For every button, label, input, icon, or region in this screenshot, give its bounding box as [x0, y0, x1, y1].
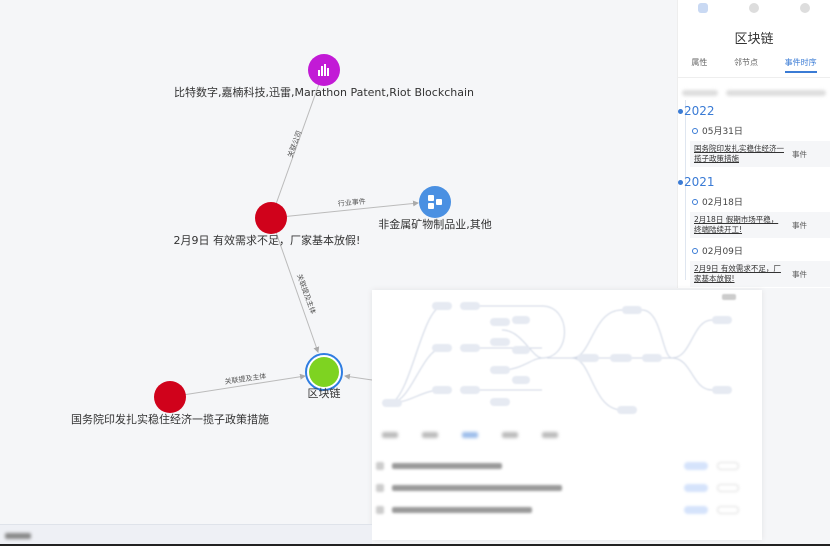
timeline-event: 国务院印发扎实稳住经济一揽子政策措施事件 [690, 141, 830, 167]
edge-label: 关联提及主体 [295, 273, 318, 316]
list-item[interactable] [372, 456, 762, 478]
graph-node-policy[interactable]: 国务院印发扎实稳住经济一揽子政策措施 [71, 381, 269, 426]
bar-chart-icon [318, 64, 329, 76]
graph-node-industry[interactable]: 非金属矿物制品业,其他 [378, 186, 492, 231]
event-type: 事件 [792, 149, 807, 159]
timeline-date: 02月09日 [692, 244, 830, 257]
list-item[interactable] [372, 478, 762, 500]
node-label: 2月9日 有效需求不足，厂家基本放假! [174, 233, 361, 247]
node-label: 非金属矿物制品业,其他 [378, 217, 492, 231]
settings-icon[interactable] [799, 3, 810, 13]
graph-node-blockchain-selected[interactable]: 区块链 [305, 353, 343, 400]
timeline-year: 2021 [678, 175, 830, 189]
edge-label: 行业事件 [337, 197, 366, 208]
tab-neighbors[interactable]: 邻节点 [733, 58, 758, 67]
event-type: 事件 [792, 269, 807, 279]
timeline-date: 02月18日 [692, 195, 830, 208]
blocks-icon [428, 195, 442, 209]
overlay-tabs[interactable] [382, 432, 558, 438]
edge [270, 69, 325, 219]
edge-label: 关联公司 [285, 129, 303, 158]
mini-flow-graph [382, 294, 736, 414]
timeline-event: 2月9日 有效需求不足，厂家基本放假! 事件 [690, 261, 830, 287]
edge [344, 373, 373, 381]
node-detail-panel: 区块链 属性 邻节点 事件时序 2022 05月31日 国务院印发扎实稳住经济一… [677, 0, 830, 288]
timeline-line [685, 100, 686, 280]
event-link[interactable]: 2月9日 有效需求不足，厂家基本放假! [694, 264, 781, 283]
edge [270, 200, 419, 219]
edge [270, 217, 320, 353]
overlay-tab[interactable] [462, 432, 478, 438]
node-label: 国务院印发扎实稳住经济一揽子政策措施 [71, 412, 269, 426]
panel-title: 区块链 [734, 32, 774, 47]
list-item[interactable] [372, 500, 762, 522]
mini-graph-nodes [382, 294, 736, 414]
window-edge [0, 544, 830, 546]
edge-label: 关联提及主体 [224, 371, 267, 386]
node-label: 区块链 [308, 386, 341, 400]
timeline-event: 2月18日 假期市场平稳，终端陆续开工! 事件 [690, 212, 830, 238]
overlay-tab[interactable] [422, 432, 438, 438]
event-link[interactable]: 2月18日 假期市场平稳，终端陆续开工! [694, 215, 779, 234]
overlay-tab[interactable] [382, 432, 398, 438]
document-icon[interactable] [698, 3, 709, 13]
overlay-tab[interactable] [502, 432, 518, 438]
tab-event-timeline[interactable]: 事件时序 [784, 57, 817, 73]
edge [169, 373, 306, 398]
timeline-year: 2022 [678, 104, 830, 118]
tab-attributes[interactable]: 属性 [691, 58, 708, 67]
chart-icon[interactable] [748, 3, 759, 13]
timeline-date: 05月31日 [692, 124, 830, 137]
overlay-tab[interactable] [542, 432, 558, 438]
graph-node-companies[interactable]: 比特数字,嘉楠科技,迅雷,Marathon Patent,Riot Blockc… [174, 54, 474, 99]
graph-node-event-feb9[interactable]: 2月9日 有效需求不足，厂家基本放假! [174, 202, 361, 247]
event-type: 事件 [792, 220, 807, 230]
blurred-overlay-window [372, 290, 762, 540]
bottom-toolbar[interactable] [0, 524, 372, 546]
event-link[interactable]: 国务院印发扎实稳住经济一揽子政策措施 [694, 144, 784, 163]
node-label: 比特数字,嘉楠科技,迅雷,Marathon Patent,Riot Blockc… [174, 85, 474, 99]
filter-bar[interactable] [682, 90, 826, 96]
